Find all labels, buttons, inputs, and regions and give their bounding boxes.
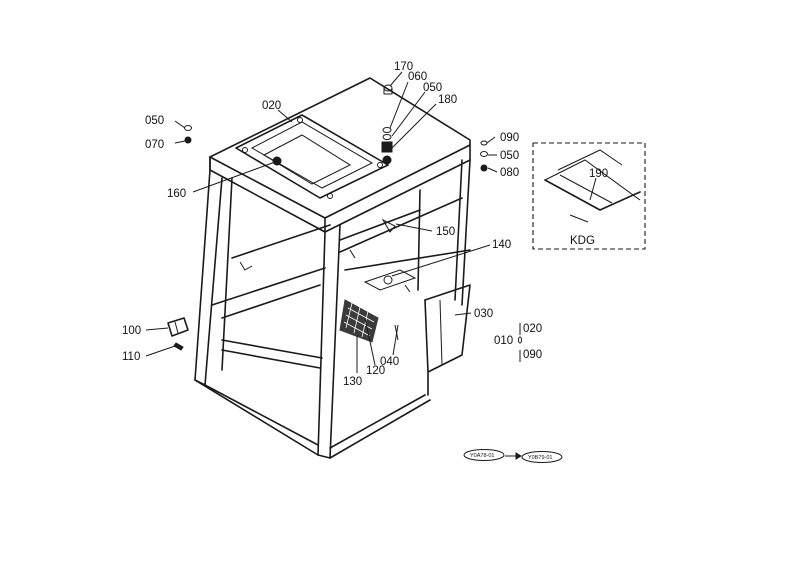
callout-030: 030 [474, 308, 493, 320]
grommet [272, 156, 282, 166]
callout-170: 170 [394, 61, 413, 73]
screw [173, 342, 184, 351]
callout-020-group: 020 [523, 323, 542, 335]
callout-labels: 170 060 050 180 020 050 070 160 090 050 … [122, 61, 542, 388]
kdg-inset: 190 KDG [532, 142, 646, 250]
callout-140: 140 [492, 239, 511, 251]
clip [381, 218, 396, 233]
callout-010: 010 [494, 335, 513, 347]
callout-050-right: 050 [500, 150, 519, 162]
leader-lines [145, 71, 498, 373]
serial-range: Y0A78-01 Y0B79-01 [463, 449, 563, 463]
callout-190: 190 [589, 168, 608, 180]
callout-100: 100 [122, 325, 141, 337]
cab-frame [194, 159, 471, 459]
callout-020: 020 [262, 100, 281, 112]
serial-from: Y0A78-01 [470, 453, 494, 459]
callout-090-right: 090 [500, 132, 519, 144]
callout-040: 040 [380, 356, 399, 368]
callout-050-left: 050 [145, 115, 164, 127]
roof-panel [209, 77, 471, 233]
callout-150: 150 [436, 226, 455, 238]
callout-130: 130 [343, 376, 362, 388]
small-parts-group [518, 323, 522, 362]
callout-110: 110 [122, 351, 140, 363]
callout-090-group: 090 [523, 349, 542, 361]
callout-180: 180 [438, 94, 457, 106]
left-hardware [184, 125, 192, 144]
callout-080: 080 [500, 167, 519, 179]
rear-panel [424, 284, 471, 396]
callout-070: 070 [145, 139, 164, 151]
callout-160: 160 [167, 188, 186, 200]
callout-060: 060 [408, 71, 427, 83]
callout-120: 120 [366, 365, 385, 377]
inset-label: KDG [570, 235, 595, 247]
grille-vent [339, 299, 379, 343]
callout-050-top: 050 [423, 82, 442, 94]
lamp [167, 317, 189, 337]
serial-to: Y0B79-01 [528, 455, 552, 461]
right-hardware [480, 140, 488, 172]
roof-bolts [381, 84, 393, 165]
